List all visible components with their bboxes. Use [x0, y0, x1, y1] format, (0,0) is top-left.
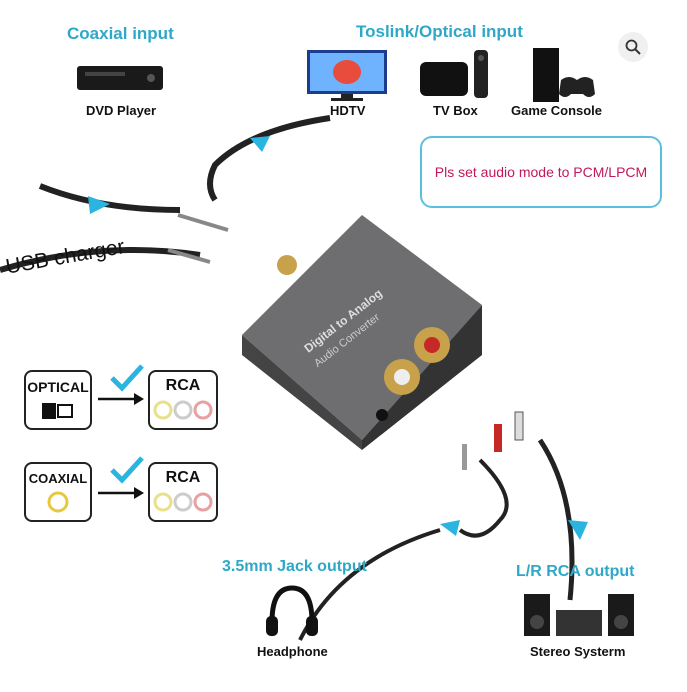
coaxial-input-title: Coaxial input: [67, 24, 174, 43]
check-icon: [110, 364, 144, 392]
optical-input-title: Toslink/Optical input: [356, 22, 523, 41]
rca-output-label-1: RCA: [165, 377, 201, 394]
rca-output-label-2: RCA: [165, 469, 201, 486]
converter-device-illustration: [242, 215, 482, 450]
rca-jacks-icon: [153, 400, 213, 420]
game-console-label: Game Console: [511, 103, 603, 118]
tv-box-icon: [420, 50, 488, 98]
hdtv-label: HDTV: [330, 103, 366, 118]
zoom-search-icon: [625, 39, 641, 55]
optical-port-icon: [42, 403, 73, 419]
hdtv-icon: [307, 50, 387, 101]
coaxial-mode-box: COAXIAL: [24, 462, 92, 522]
optical-mode-box: OPTICAL: [24, 370, 92, 430]
check-icon: [110, 456, 144, 484]
coaxial-port-icon: [47, 491, 69, 513]
optical-mode-label: OPTICAL: [27, 379, 89, 395]
zoom-button[interactable]: [618, 32, 648, 62]
rca-output-box-2: RCA: [148, 462, 218, 522]
rca-jacks-icon: [153, 492, 213, 512]
stereo-system-icon: [524, 594, 634, 636]
headphone-label: Headphone: [257, 644, 328, 659]
arrow-right-icon: [98, 393, 144, 405]
headphone-icon: [266, 585, 318, 636]
audio-mode-note: Pls set audio mode to PCM/LPCM: [420, 136, 662, 208]
dvd-player-label: DVD Player: [86, 103, 157, 118]
jack-output-title: 3.5mm Jack output: [222, 558, 367, 575]
rca-output-box-1: RCA: [148, 370, 218, 430]
coaxial-mode-label: COAXIAL: [28, 471, 88, 486]
stereo-system-label: Stereo Systerm: [530, 644, 626, 659]
rca-output-title: L/R RCA output: [516, 563, 635, 580]
tv-box-label: TV Box: [433, 103, 478, 118]
arrow-right-icon: [98, 487, 144, 499]
dvd-player-icon: [77, 66, 163, 90]
game-console-icon: [533, 48, 595, 102]
converter-device: Digital to Analog Audio Converter: [232, 205, 487, 450]
